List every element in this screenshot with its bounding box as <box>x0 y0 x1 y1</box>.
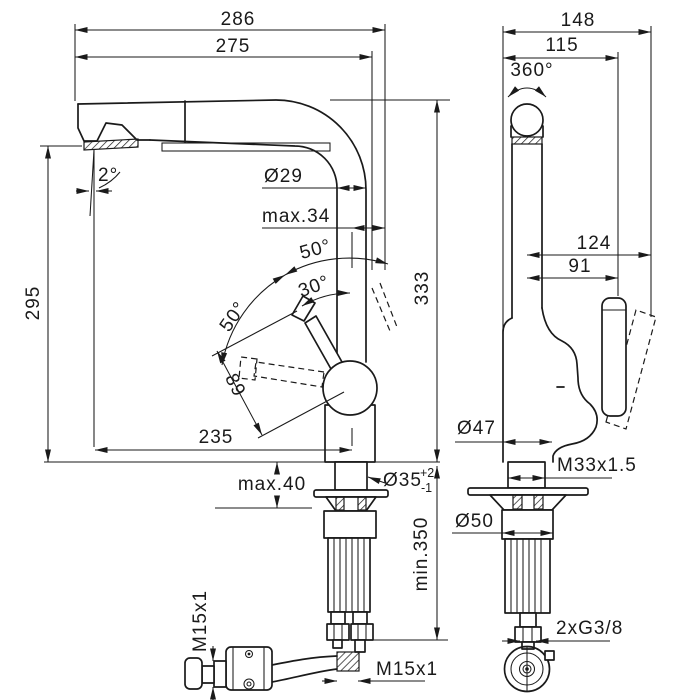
hose-stub-left <box>332 639 343 649</box>
clamp-cone-side <box>489 494 567 511</box>
clamp-tab-side-left <box>512 494 523 510</box>
front-view: 286 275 Ø29 max.34 2° 295 333 50° 30° 50… <box>23 9 450 700</box>
hose-stub-side <box>521 641 535 650</box>
dim-spout-height: 333 <box>412 271 433 306</box>
hose-tail-side <box>519 612 537 628</box>
spout-inner-outline <box>149 139 338 365</box>
aerator-face-side <box>511 136 543 145</box>
pullout-sleeve <box>161 142 331 152</box>
dim-spout-diameter: Ø29 <box>264 166 303 187</box>
clamp-tab-side-right <box>533 494 544 510</box>
dim-hole-tol-plus: +2 <box>420 466 434 480</box>
body-front-outline <box>502 317 513 463</box>
dim-outlet-height: 295 <box>23 286 44 321</box>
shank-neck-side <box>507 461 546 489</box>
dim-outlet-reach: 235 <box>199 427 234 448</box>
dim-supply-connection: 2xG3/8 <box>556 618 623 639</box>
base-plate-side <box>467 487 589 496</box>
dim-base-diameter: Ø50 <box>455 511 494 532</box>
barrel-screw-bottom <box>243 678 255 690</box>
weight-connector-a <box>213 660 227 688</box>
hose-tail-right <box>352 611 368 625</box>
hose-tail-left <box>330 611 346 625</box>
pullout-hose-bottom <box>271 668 338 683</box>
hose-coil-outer <box>503 645 551 693</box>
elbow-fitting <box>336 651 360 672</box>
spout-outline <box>77 99 367 363</box>
dim-width-total: 286 <box>221 9 256 30</box>
dim-body-reach: 91 <box>568 256 591 277</box>
dim-handle-swing-lower: 50° <box>216 298 251 336</box>
dim-rear-offset: max.34 <box>262 206 330 227</box>
handle-lever-side <box>601 297 627 417</box>
hose-nut-side <box>514 626 542 643</box>
front-view-dimensions <box>40 24 450 700</box>
handle-position-dashed <box>253 361 325 388</box>
pullout-hose-top <box>271 655 338 666</box>
weight-connector-cap <box>184 657 203 690</box>
hose-nut-left <box>326 623 350 641</box>
threaded-shank <box>327 537 371 613</box>
hose-nut-right <box>350 623 374 641</box>
aerator-face <box>83 138 139 151</box>
spray-head-side <box>510 103 544 137</box>
head-cup <box>510 125 544 138</box>
dim-deck-thickness: max.40 <box>238 474 306 495</box>
clamp-tab-right <box>357 496 367 511</box>
clamp-tab-left <box>335 496 345 511</box>
dim-hole-diameter: Ø35 <box>383 470 422 491</box>
dim-depth-to-handle: 115 <box>545 35 578 56</box>
dim-handle-length: 89 <box>220 370 249 400</box>
dim-clearance-min: min.350 <box>411 517 432 592</box>
side-view-dimensions <box>452 26 652 644</box>
nut-facets <box>333 624 367 640</box>
dim-spray-angle: 2° <box>98 165 118 186</box>
dim-swivel-range: 360° <box>510 60 553 81</box>
barrel-screw-bottom-inner <box>246 681 252 687</box>
shank-ribs <box>333 538 365 612</box>
base-cylinder-side <box>501 509 554 540</box>
dim-depth-total: 148 <box>561 10 596 31</box>
dim-width-to-axis: 275 <box>216 36 251 57</box>
dim-hose-thread-horizontal: M15x1 <box>376 659 438 680</box>
stabilizer-plate <box>313 489 389 498</box>
hose-coil-tab <box>544 650 555 661</box>
clamp-cone <box>325 496 377 512</box>
handle-ball-joint <box>322 360 378 416</box>
dim-shank-thread: M33x1.5 <box>557 455 637 476</box>
dim-handle-lift: 30° <box>296 272 333 303</box>
dim-body-diameter: Ø47 <box>457 418 496 439</box>
barrel-screw-top-dot <box>247 652 251 656</box>
side-view: 148 115 360° 124 91 Ø47 M33x1.5 Ø50 2xG3… <box>452 10 657 693</box>
handle-position-dashed-side <box>605 309 657 430</box>
body-back-outline <box>541 307 598 463</box>
mounting-nut <box>323 510 377 539</box>
dim-hose-thread-vertical: M15x1 <box>190 590 211 652</box>
shank-ribs-side <box>510 539 542 613</box>
threaded-shank-side <box>504 538 551 614</box>
mounting-neck <box>334 461 368 491</box>
hose-stub-right <box>354 639 366 653</box>
spray-head <box>77 103 151 142</box>
dim-handle-reach: 124 <box>577 233 612 254</box>
weight-connector-b <box>201 665 215 684</box>
barrel-screw-top <box>244 649 254 659</box>
dim-hole-tol-minus: -1 <box>421 481 432 495</box>
